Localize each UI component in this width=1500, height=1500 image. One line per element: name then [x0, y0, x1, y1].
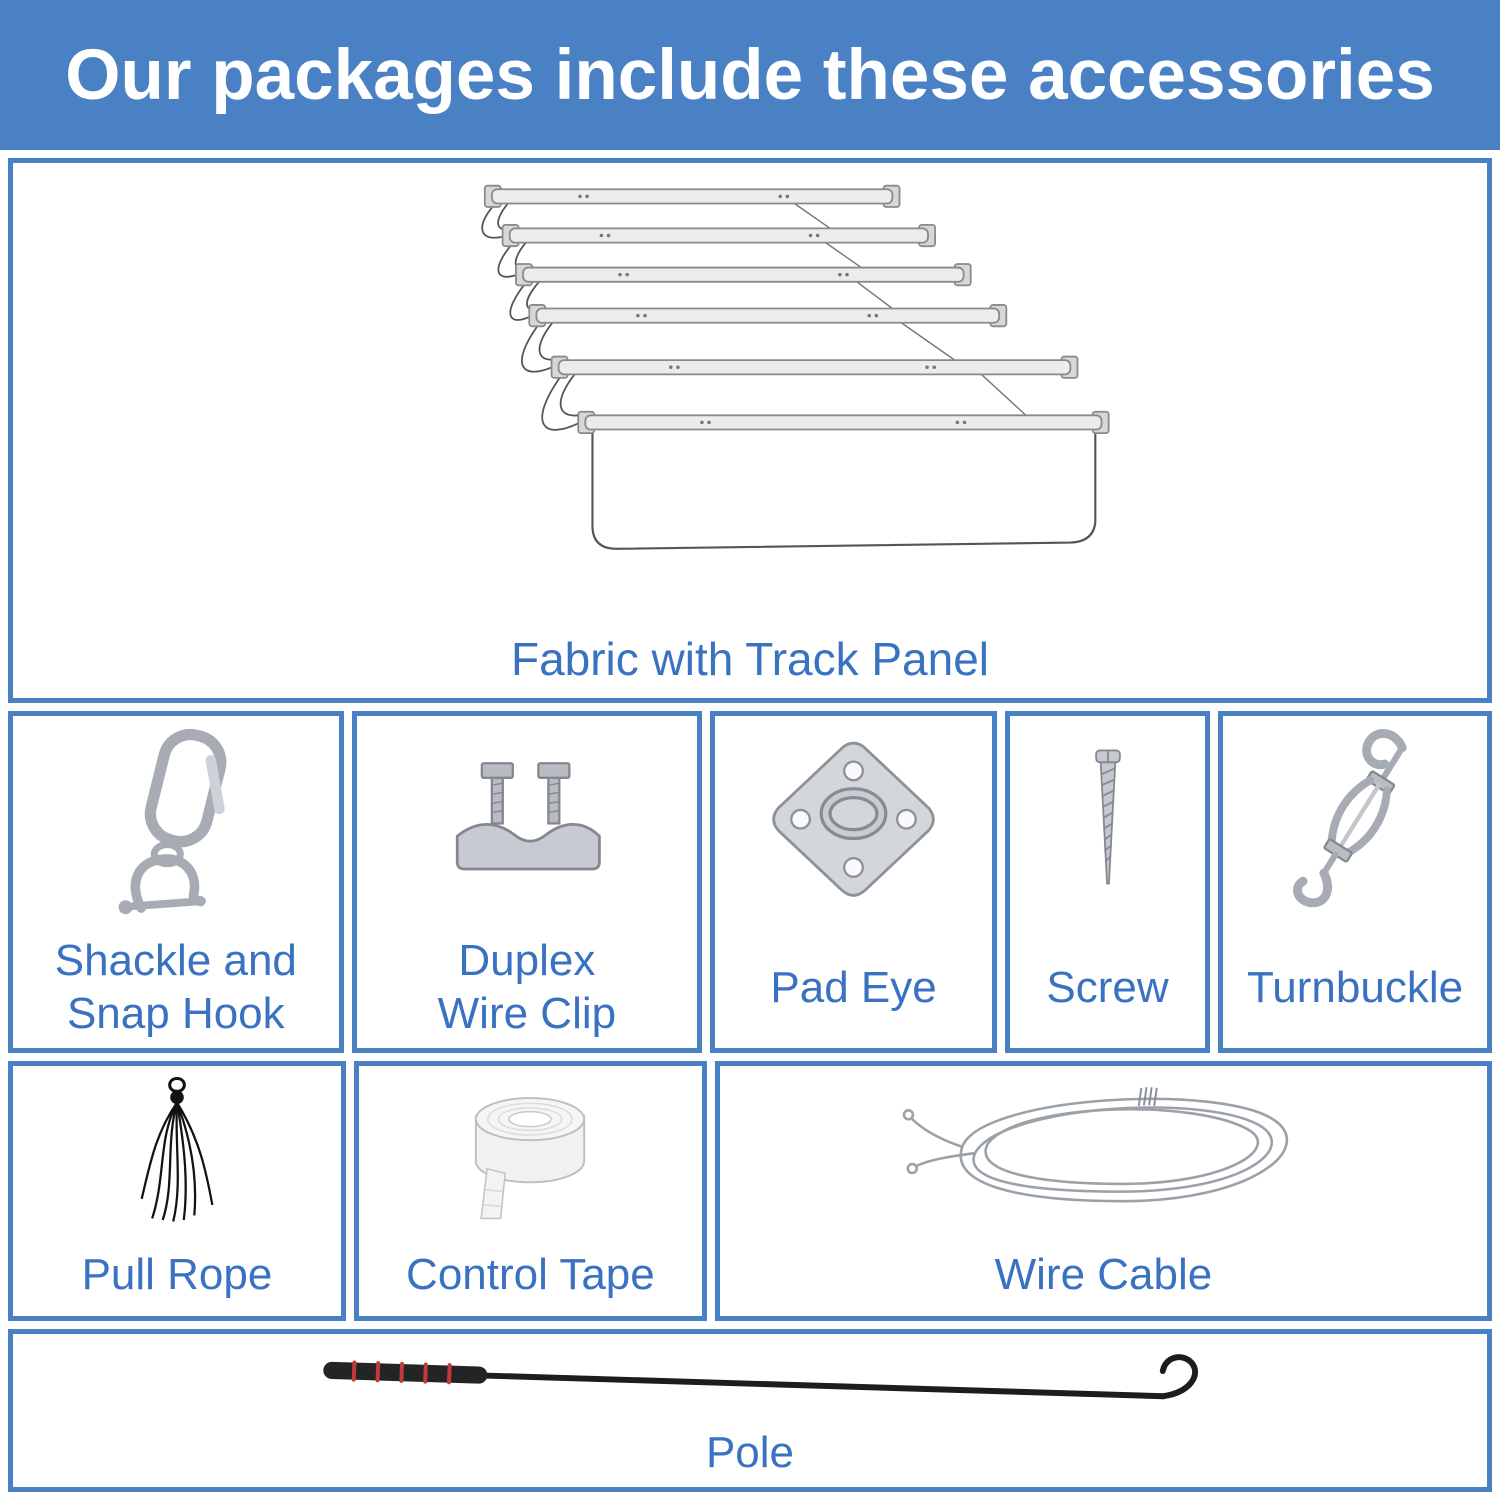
pad-eye-image: [715, 716, 992, 928]
pull-rope-label: Pull Rope: [81, 1249, 273, 1299]
hardware-row-1: Shackle and Snap Hook: [8, 711, 1492, 1053]
duplex-wire-clip-label: Duplex Wire Clip: [437, 936, 617, 1038]
cell-control-tape: Control Tape: [353, 1061, 707, 1321]
pole-label: Pole: [705, 1428, 795, 1477]
header-banner: Our packages include these accessories: [0, 0, 1500, 150]
pad-eye-label: Pad Eye: [770, 962, 937, 1012]
control-tape-image: [359, 1066, 702, 1234]
fabric-track-panel-label: Fabric with Track Panel: [510, 633, 990, 685]
shackle-snap-hook-label: Shackle and Snap Hook: [54, 936, 297, 1038]
cell-fabric-track-panel: Fabric with Track Panel: [8, 158, 1492, 703]
cell-pole: Pole: [8, 1329, 1492, 1492]
cell-turnbuckle: Turnbuckle: [1218, 711, 1492, 1053]
fabric-track-panel-image: [13, 163, 1487, 632]
cell-pull-rope: Pull Rope: [8, 1061, 346, 1321]
pull-rope-image: [13, 1066, 341, 1234]
cell-wire-cable: Wire Cable: [714, 1061, 1492, 1321]
pole-image: [13, 1334, 1487, 1427]
shackle-snap-hook-image: [13, 716, 339, 928]
control-tape-label: Control Tape: [406, 1249, 655, 1299]
content-area: Fabric with Track Panel: [0, 150, 1500, 1500]
screw-image: [1010, 716, 1205, 928]
header-title: Our packages include these accessories: [65, 35, 1435, 115]
cell-screw: Screw: [1004, 711, 1211, 1053]
cell-duplex-wire-clip: Duplex Wire Clip: [351, 711, 703, 1053]
turnbuckle-image: [1223, 716, 1487, 928]
cell-shackle-snap-hook: Shackle and Snap Hook: [8, 711, 344, 1053]
cell-pad-eye: Pad Eye: [710, 711, 997, 1053]
duplex-wire-clip-image: [357, 716, 698, 928]
turnbuckle-label: Turnbuckle: [1247, 962, 1464, 1012]
wire-cable-image: [720, 1066, 1487, 1234]
hardware-row-2: Pull Rope Con: [8, 1061, 1492, 1321]
wire-cable-label: Wire Cable: [994, 1249, 1213, 1299]
screw-label: Screw: [1046, 962, 1169, 1012]
